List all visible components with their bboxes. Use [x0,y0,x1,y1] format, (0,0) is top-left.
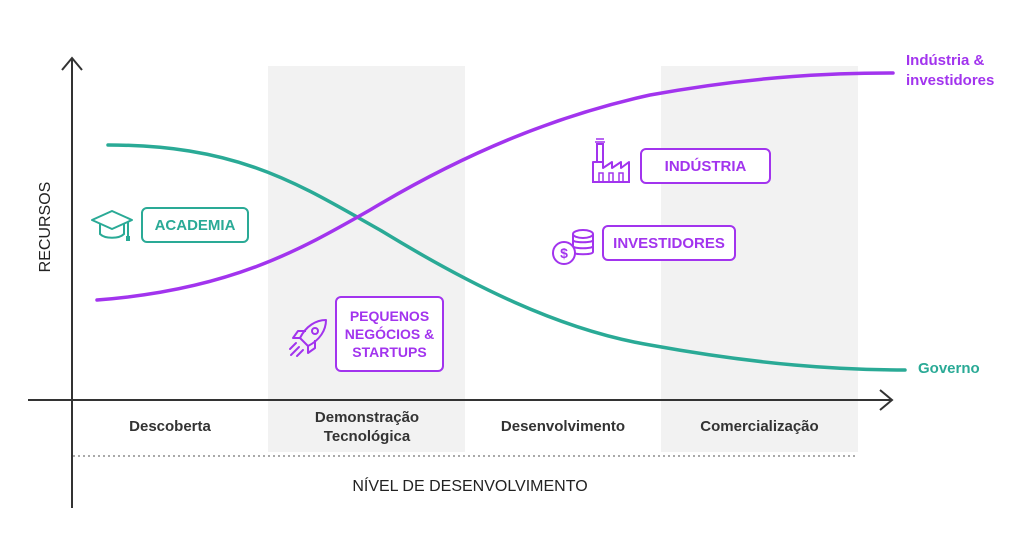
curve-label-governo: Governo [918,360,980,377]
stage-label-descoberta: Descoberta [129,418,211,435]
curve-industria-investidores [95,71,895,302]
curve-governo [106,143,907,372]
graduation-cap-icon [91,210,133,241]
y-axis-arrowhead [61,56,83,71]
stage-band-demonstracao [268,66,465,452]
actor-box-industria: INDÚSTRIA [640,148,771,184]
actor-box-startups: PEQUENOS NEGÓCIOS & STARTUPS [335,296,444,372]
actor-box-academia: ACADEMIA [141,207,249,243]
coins-icon: $ [552,229,594,265]
factory-icon [592,138,630,183]
stage-label-demonstracao: Demonstração Tecnológica [314,409,420,445]
stage-label-desenvolvimento: Desenvolvimento [500,418,626,435]
y-axis-label: RECURSOS [37,181,54,273]
stage-label-comercializacao: Comercialização [700,418,819,435]
x-axis-arrowhead [879,389,894,411]
curve-label-industria-investidores: Indústria & investidores [906,52,995,89]
actor-box-investidores: INVESTIDORES [602,225,736,261]
x-axis-label: NÍVEL DE DESENVOLVIMENTO [352,478,588,495]
rocket-icon [289,319,327,357]
svg-text:$: $ [560,245,568,261]
